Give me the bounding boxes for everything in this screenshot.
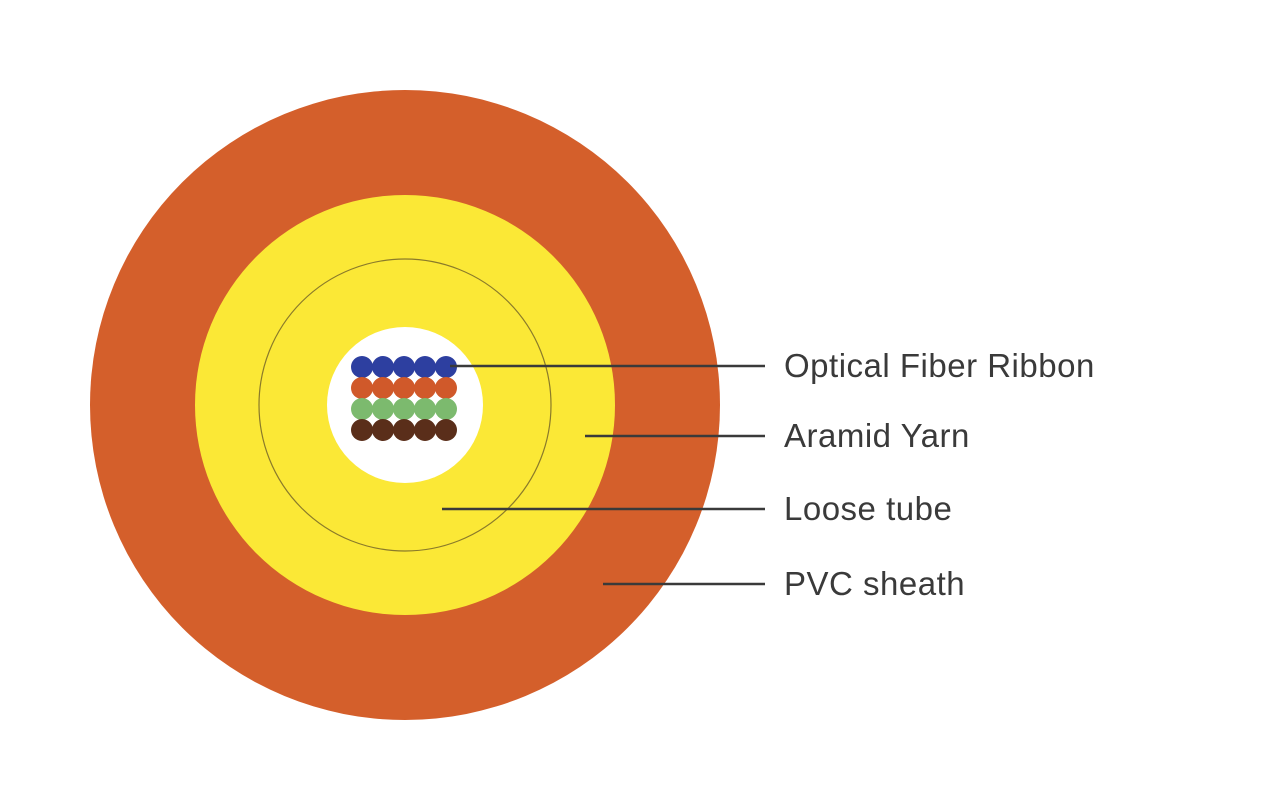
label-aramid-yarn: Aramid Yarn	[784, 417, 970, 454]
fiber-strand	[372, 356, 394, 378]
fiber-strand	[393, 419, 415, 441]
loose-tube-outline	[258, 258, 552, 552]
fiber-strand	[372, 398, 394, 420]
fiber-strand	[435, 377, 457, 399]
fiber-strand	[435, 356, 457, 378]
fiber-strand	[393, 398, 415, 420]
fiber-strand	[414, 419, 436, 441]
fiber-strand	[351, 356, 373, 378]
fiber-strand	[372, 419, 394, 441]
fiber-strand	[414, 377, 436, 399]
label-pvc-sheath: PVC sheath	[784, 565, 965, 602]
fiber-strand	[351, 419, 373, 441]
label-loose-tube: Loose tube	[784, 490, 952, 527]
label-optical-fiber-ribbon: Optical Fiber Ribbon	[784, 347, 1095, 384]
fiber-strand	[372, 377, 394, 399]
fiber-strand	[351, 398, 373, 420]
optical-fiber-ribbon-group	[351, 356, 457, 441]
fiber-strand	[414, 356, 436, 378]
fiber-strand	[414, 398, 436, 420]
fiber-strand	[351, 377, 373, 399]
fiber-strand	[435, 419, 457, 441]
fiber-strand	[393, 356, 415, 378]
fiber-strand	[393, 377, 415, 399]
fiber-strand	[435, 398, 457, 420]
